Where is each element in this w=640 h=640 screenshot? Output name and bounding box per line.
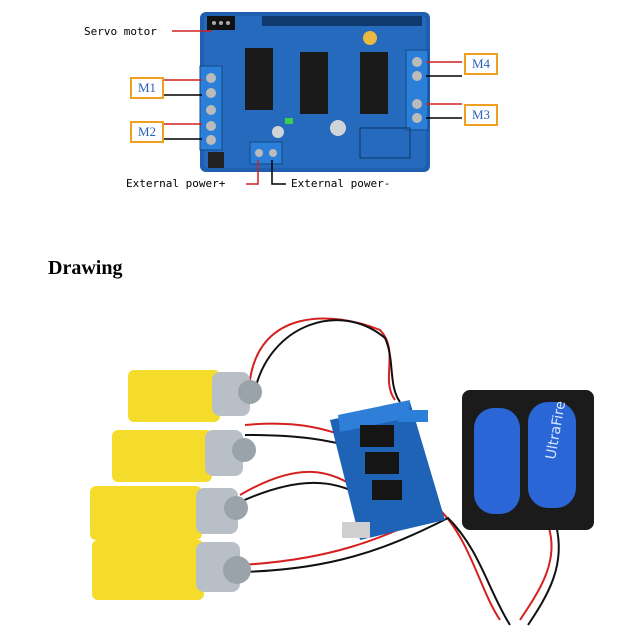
- arduino-with-shield: [330, 400, 445, 540]
- wiring-photo: UltraFire: [90, 317, 594, 626]
- external-power-minus-label: External power-: [291, 177, 391, 190]
- callout-lines: [163, 30, 462, 185]
- m2-label: M2: [130, 121, 164, 143]
- gear-motor-2: [112, 430, 256, 482]
- section-heading: Drawing: [48, 257, 123, 279]
- gear-motor-1: [128, 370, 262, 422]
- right-terminal-block: [405, 49, 429, 131]
- reset-button-part: [208, 152, 224, 168]
- battery-cell-1: [474, 408, 520, 514]
- m3-label: M3: [464, 104, 498, 126]
- driver-chip-2: [300, 52, 328, 114]
- driver-chip-3: [360, 52, 388, 114]
- battery-holder: UltraFire: [462, 390, 594, 530]
- gear-motor-4: [92, 540, 251, 600]
- top-header-pins: [262, 16, 422, 26]
- power-terminal: [249, 141, 283, 165]
- capacitor: [330, 120, 346, 136]
- driver-chip-1: [245, 48, 273, 110]
- gear-motor-3: [90, 486, 248, 540]
- proto-area: [359, 127, 411, 159]
- capacitor: [363, 31, 377, 45]
- external-power-plus-label: External power+: [126, 177, 226, 190]
- m1-label: M1: [130, 77, 164, 99]
- battery-cell-2: [528, 402, 576, 508]
- m4-label: M4: [464, 53, 498, 75]
- motor-shield-diagram: [163, 12, 462, 185]
- servo-motor-label: Servo motor: [84, 25, 157, 38]
